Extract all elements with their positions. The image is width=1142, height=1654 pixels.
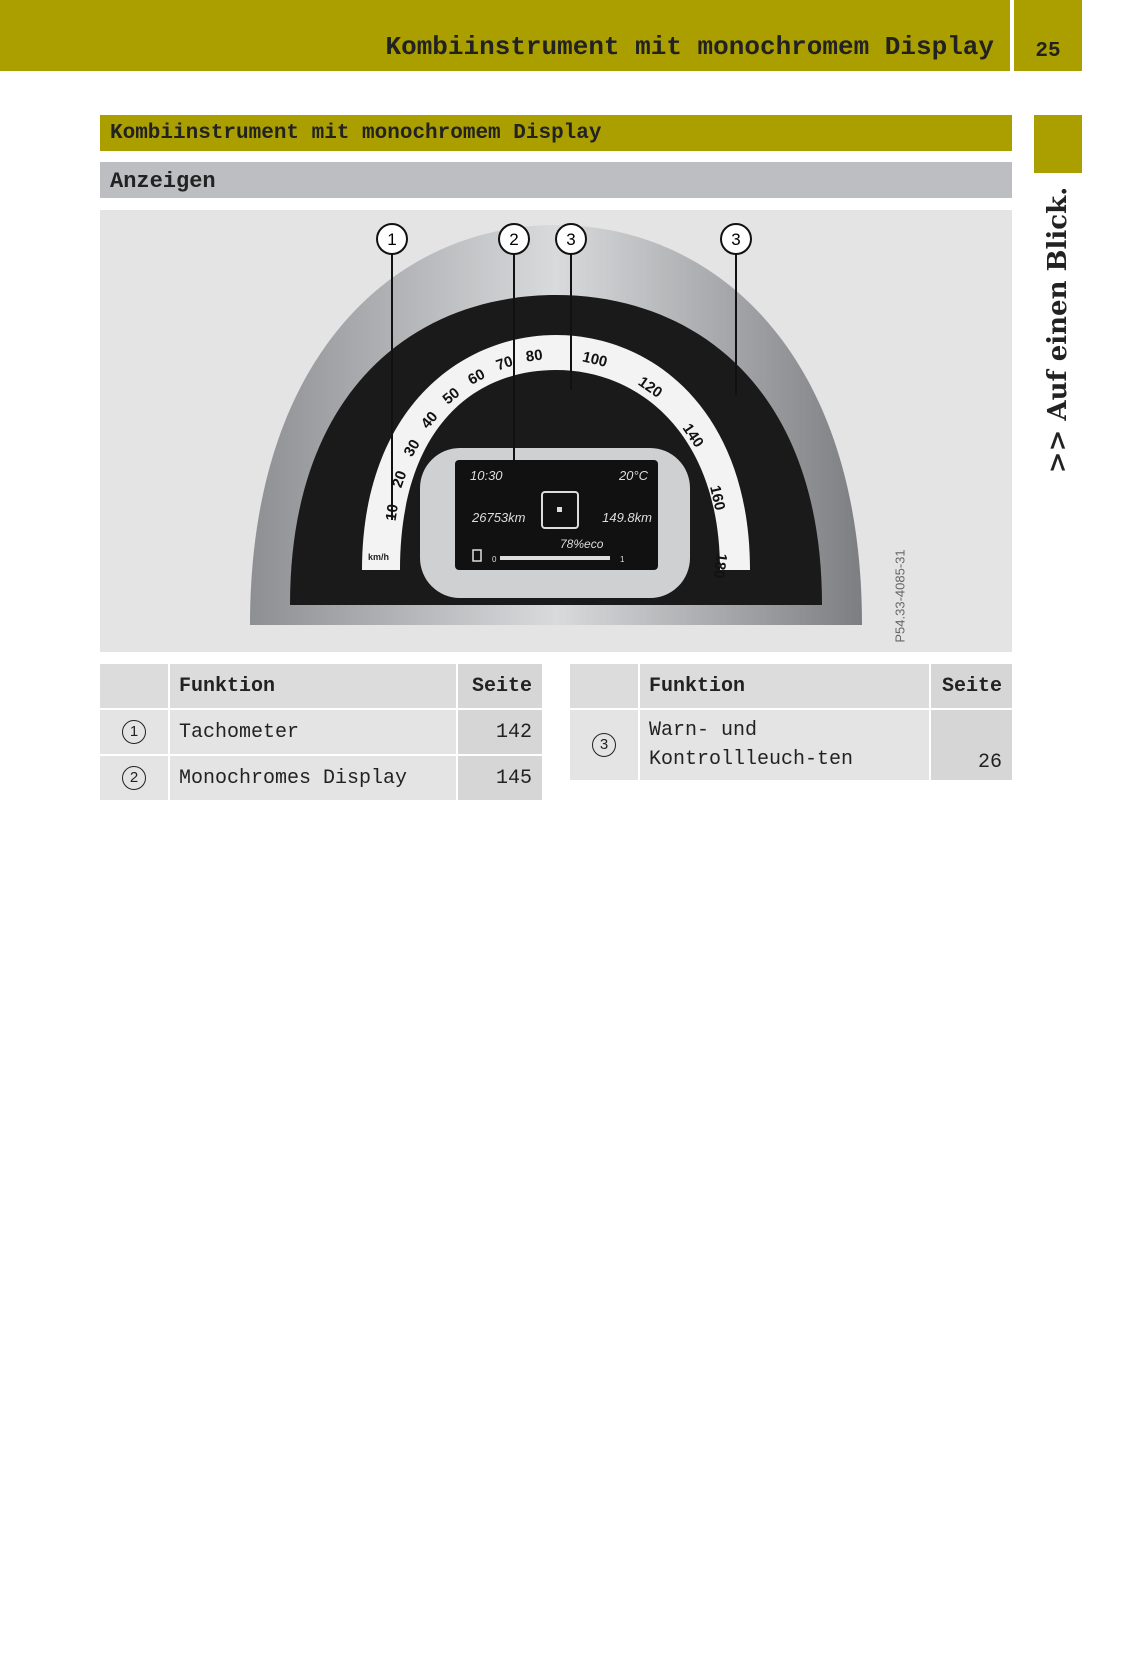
callouts: 1 2 3 3 [376, 223, 752, 255]
callout-number: 3 [592, 733, 616, 757]
callout-circle [376, 223, 408, 255]
header-bar: Kombiinstrument mit monochromem Display [0, 0, 1010, 71]
instrument-cluster-figure: 1020304050607080100120140160180 10:30 20… [100, 210, 1012, 652]
header-seite: Seite [930, 664, 1012, 710]
display-trip: 149.8km [602, 510, 652, 525]
callout-circle [555, 223, 587, 255]
header-funktion: Funktion [639, 664, 931, 710]
display-temperature: 20°C [618, 468, 649, 483]
display-eco: 78%eco [560, 537, 604, 551]
sidebar-label: >> Auf einen Blick. [1043, 186, 1073, 474]
callout-number: 3 [731, 230, 740, 249]
callout-circle [720, 223, 752, 255]
sidebar-tab [1034, 115, 1082, 173]
fuel-min-label: 0 [492, 555, 497, 564]
display-time: 10:30 [470, 468, 503, 483]
header-funktion: Funktion [169, 664, 458, 710]
cluster-illustration: 1020304050607080100120140160180 10:30 20… [250, 223, 862, 625]
speed-label: 20 [389, 469, 411, 490]
speed-label: 60 [465, 366, 488, 389]
page-number: 25 [1035, 40, 1061, 63]
callout-number: 3 [566, 230, 575, 249]
speed-label: 50 [439, 384, 463, 408]
section-title-bar: Kombiinstrument mit monochromem Display [100, 115, 1012, 151]
monochrome-display [455, 460, 658, 570]
section-title: Kombiinstrument mit monochromem Display [110, 122, 602, 145]
speed-label: 80 [525, 347, 544, 366]
display-odometer: 26753km [471, 510, 526, 525]
page-number-box: 25 [1014, 0, 1082, 71]
figure-code: P54.33-4085-31 [892, 549, 908, 643]
subsection-bar: Anzeigen [100, 162, 1012, 198]
callout-circle [498, 223, 530, 255]
subsection-title: Anzeigen [110, 169, 216, 194]
fuel-max-label: 1 [620, 555, 625, 564]
speed-label: 100 [581, 348, 609, 370]
speed-scale-band [362, 335, 750, 570]
callout-number: 1 [122, 720, 146, 744]
speed-label: 30 [401, 437, 424, 460]
fuel-icon [472, 549, 482, 562]
header-seite: Seite [456, 664, 542, 710]
unit-label: km/h [368, 552, 389, 562]
fuel-bar [500, 556, 610, 560]
speed-label: 70 [494, 353, 515, 374]
header-title: Kombiinstrument mit monochromem Display [385, 32, 995, 62]
speed-label: 160 [706, 484, 728, 512]
callout-number: 2 [509, 230, 518, 249]
callout-number: 1 [387, 230, 396, 249]
speed-label: 180 [710, 552, 730, 579]
callout-number: 2 [122, 766, 146, 790]
